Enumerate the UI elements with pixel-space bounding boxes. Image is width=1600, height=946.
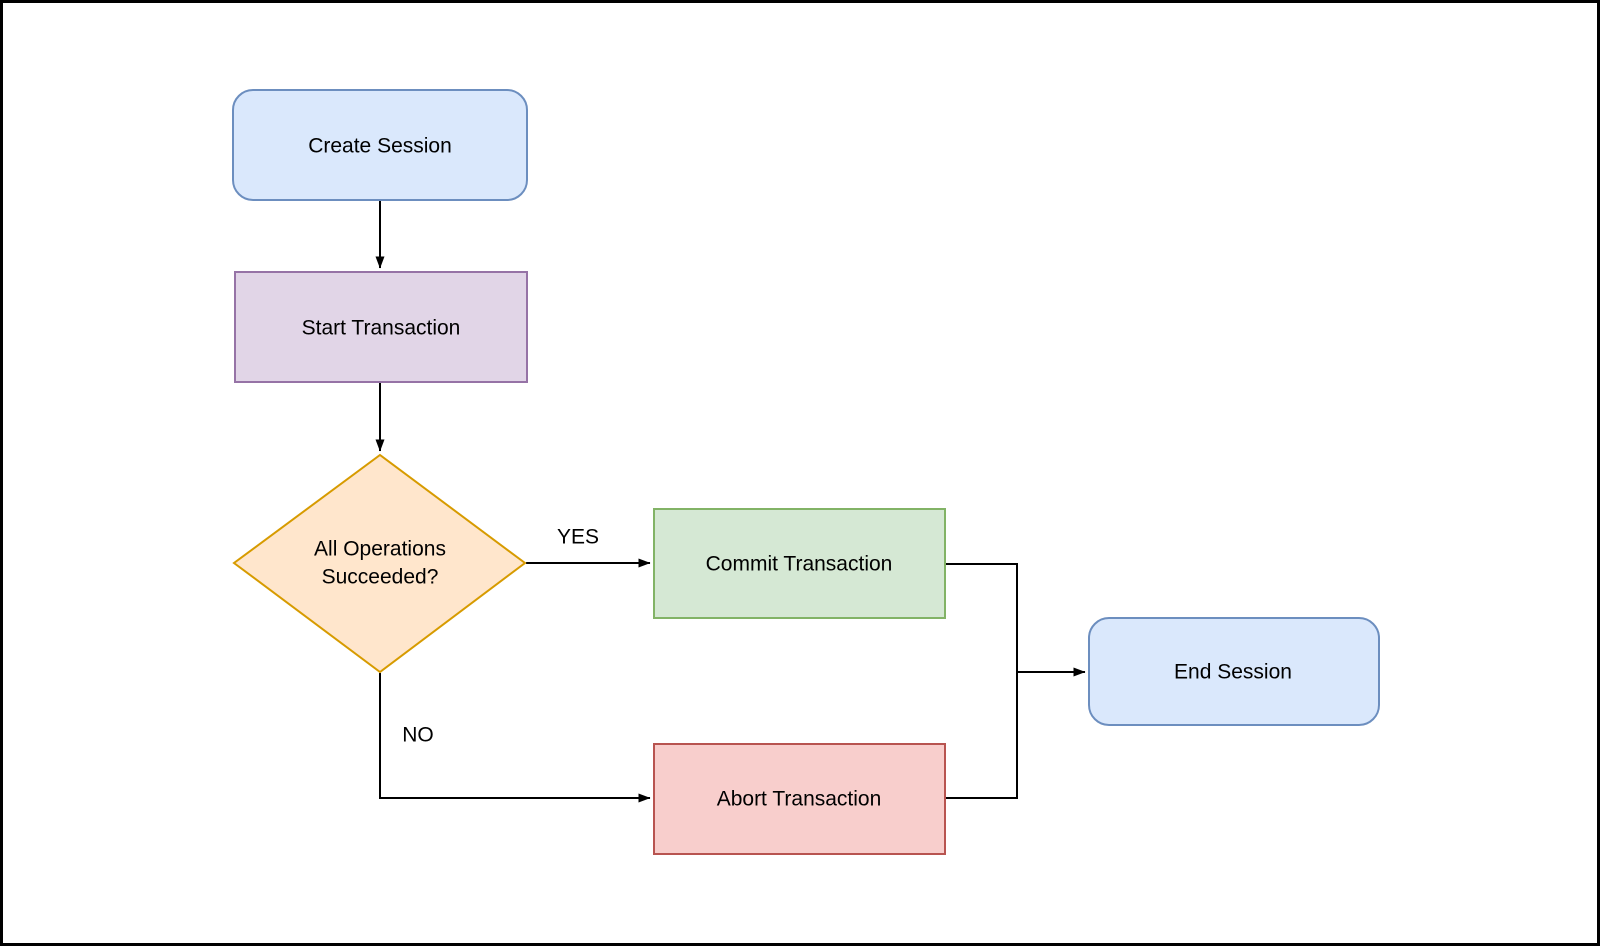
edge-label-no: NO <box>402 724 434 747</box>
abort-transaction-label: Abort Transaction <box>717 788 882 811</box>
decision-diamond-shape <box>232 453 527 674</box>
create-session-shape <box>232 89 528 201</box>
end-session-label: End Session <box>1174 661 1292 684</box>
decision-label-line2: Succeeded? <box>322 566 439 589</box>
node-create-session: Create Session <box>232 89 528 201</box>
edge-label-yes: YES <box>557 526 599 549</box>
create-session-label: Create Session <box>308 135 452 158</box>
node-decision-all-operations-succeeded: All Operations Succeeded? <box>232 453 527 674</box>
edge-commit-to-end <box>946 563 1086 677</box>
end-session-shape <box>1088 617 1380 726</box>
commit-transaction-shape <box>653 508 946 619</box>
node-start-transaction: Start Transaction <box>234 271 528 383</box>
decision-label-line1: All Operations <box>314 538 446 561</box>
start-transaction-shape <box>234 271 528 383</box>
abort-transaction-shape <box>653 743 946 855</box>
node-commit-transaction: Commit Transaction <box>653 508 946 619</box>
commit-transaction-label: Commit Transaction <box>706 553 893 576</box>
edge-abort-to-junction <box>946 672 1018 799</box>
node-end-session: End Session <box>1088 617 1380 726</box>
start-transaction-label: Start Transaction <box>302 317 461 340</box>
node-abort-transaction: Abort Transaction <box>653 743 946 855</box>
edge-decision-no <box>379 673 651 803</box>
